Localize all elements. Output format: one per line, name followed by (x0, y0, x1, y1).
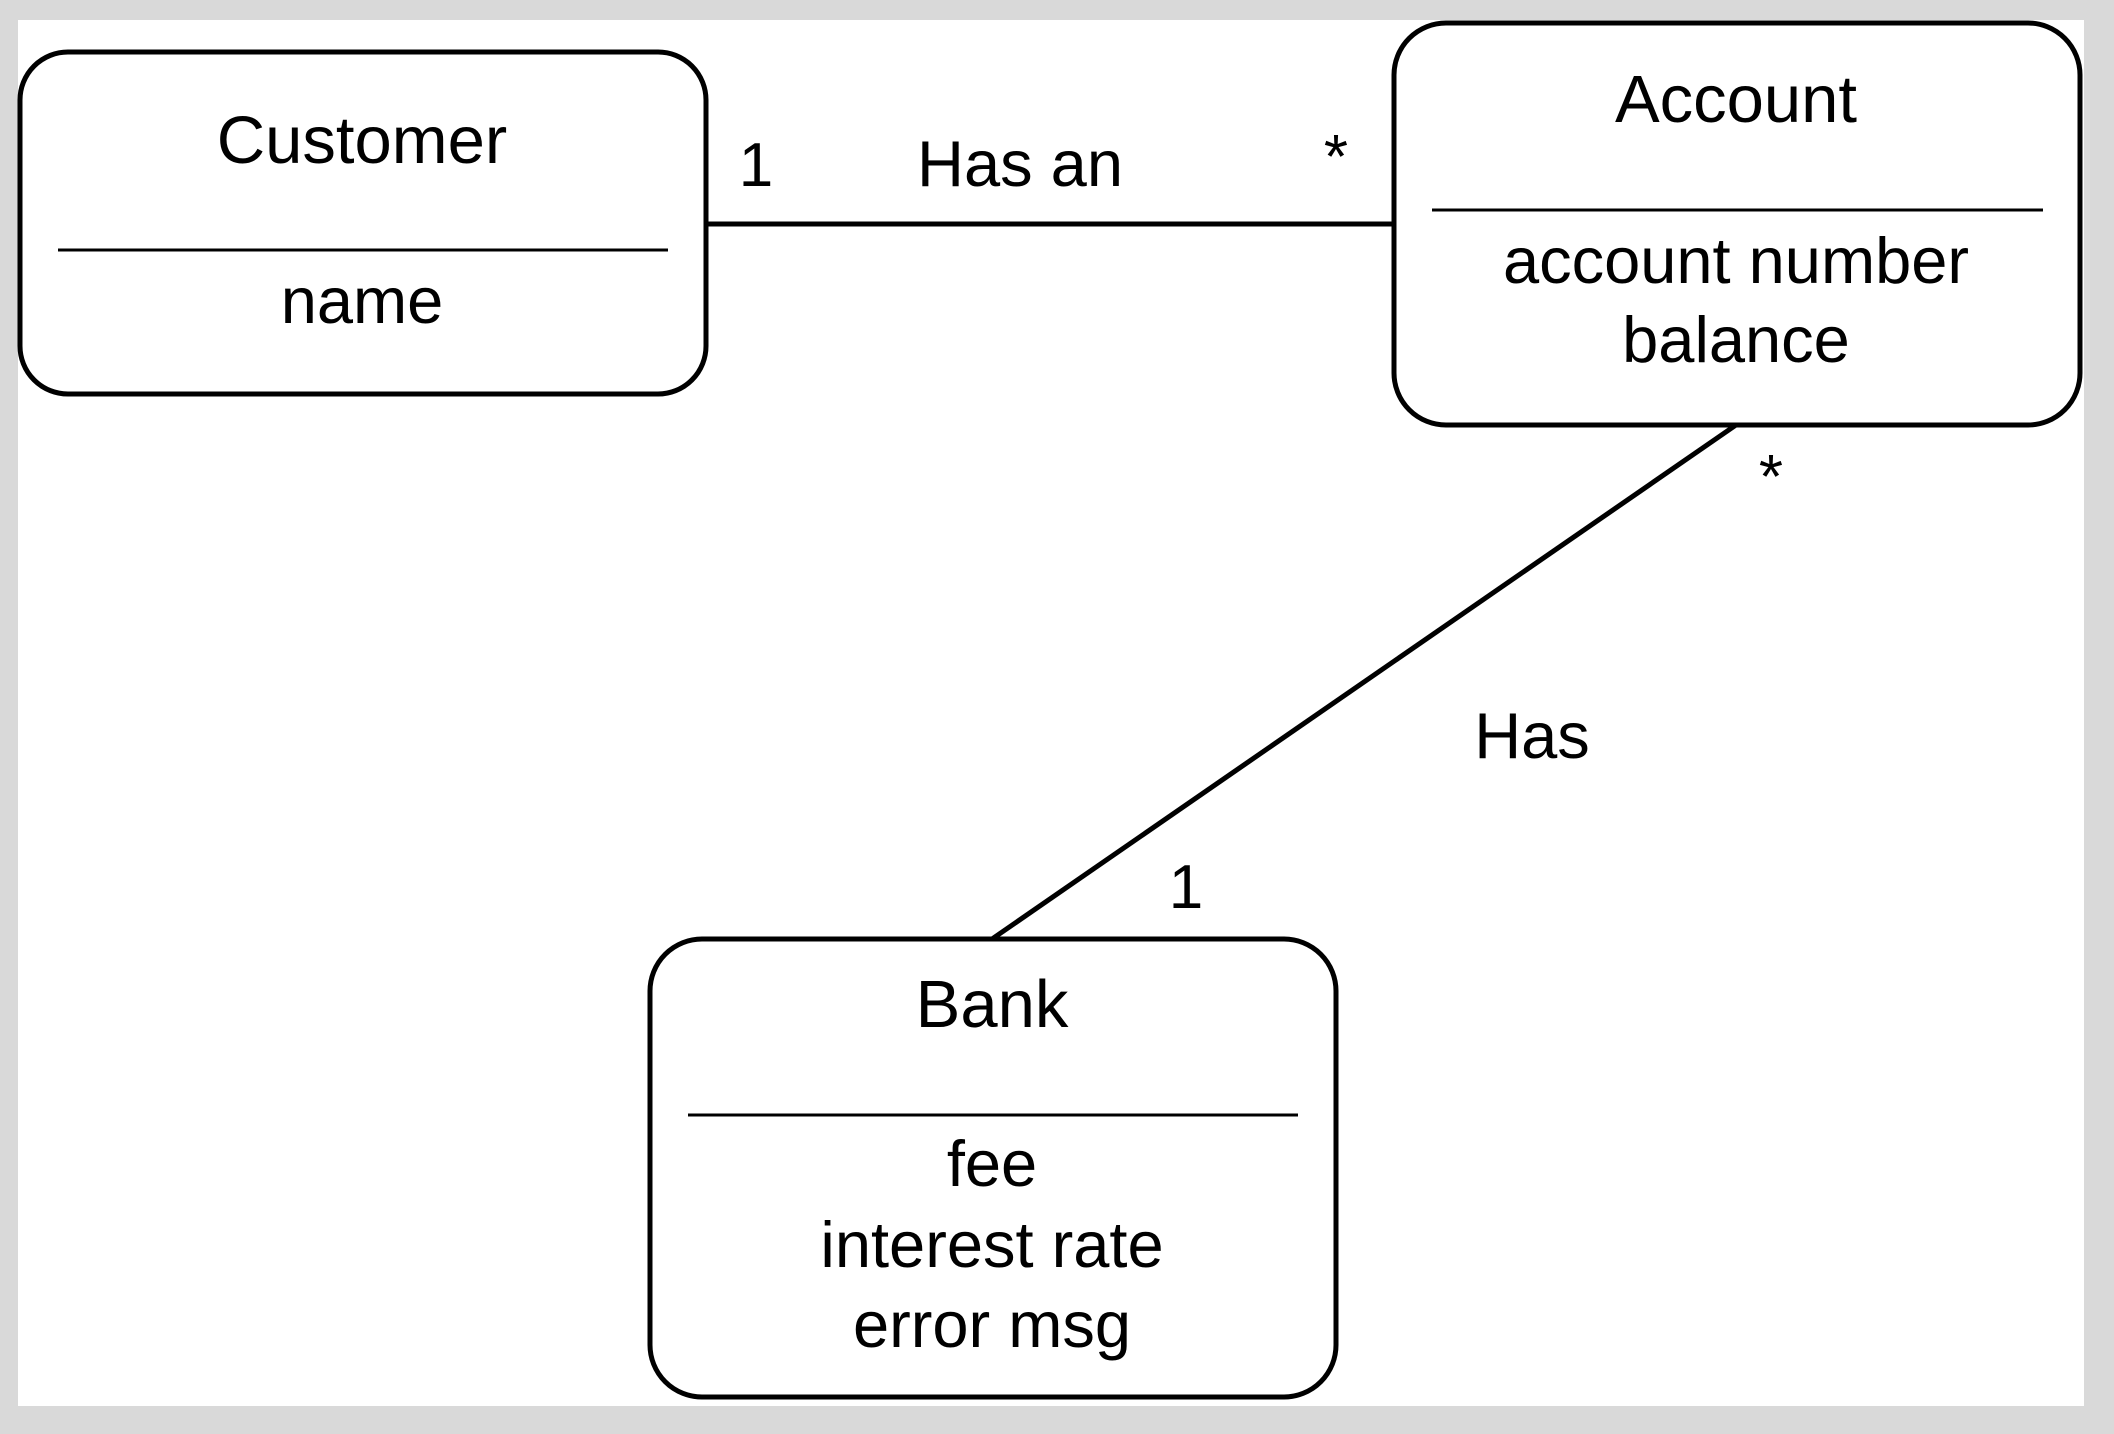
class-bank-attribute: interest rate (820, 1208, 1163, 1281)
association-label-has-an: Has an (917, 127, 1123, 200)
class-account-name: Account (1615, 62, 1857, 137)
class-bank[interactable]: Bank fee interest rate error msg (647, 936, 1339, 1400)
multiplicity-bank: 1 (1169, 853, 1203, 922)
association-account-bank (990, 422, 1738, 942)
class-bank-name: Bank (916, 967, 1069, 1042)
class-account-box (1391, 20, 2083, 428)
class-account-attribute: account number (1503, 224, 1969, 297)
class-customer-name: Customer (217, 103, 507, 178)
multiplicity-customer: 1 (739, 131, 773, 200)
class-bank-attribute: fee (947, 1127, 1037, 1200)
multiplicity-account-bottom: * (1759, 443, 1783, 512)
class-customer-attribute: name (281, 264, 444, 337)
class-bank-attribute: error msg (853, 1288, 1131, 1361)
class-customer-box (17, 49, 709, 397)
association-label-has: Has (1474, 699, 1590, 772)
class-customer[interactable]: Customer name (17, 49, 709, 397)
class-account-attribute: balance (1622, 303, 1850, 376)
multiplicity-account-left: * (1324, 123, 1348, 192)
class-bank-box (647, 936, 1339, 1400)
class-account[interactable]: Account account number balance (1391, 20, 2083, 428)
